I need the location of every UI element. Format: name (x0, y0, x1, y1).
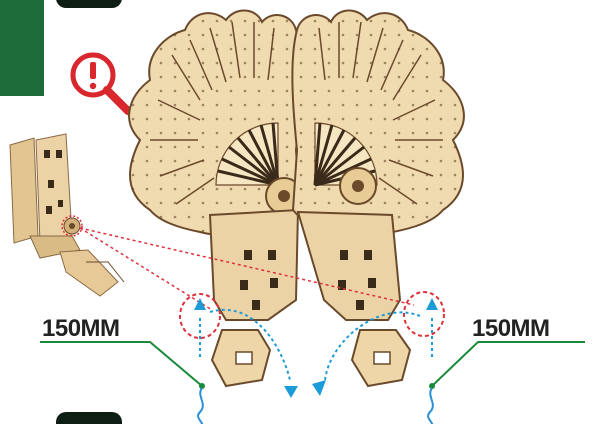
hinge-detail-inset (10, 134, 124, 296)
left-thread (198, 388, 203, 424)
step-badge (0, 0, 122, 96)
magnifier-exclamation-icon (73, 55, 128, 111)
right-length-label: 150MM (472, 315, 550, 343)
next-step-badge (56, 412, 122, 424)
right-hinge-highlight (404, 292, 444, 336)
left-length-label: 150MM (42, 315, 120, 343)
right-thread (428, 388, 433, 424)
length-leaders (40, 342, 585, 386)
